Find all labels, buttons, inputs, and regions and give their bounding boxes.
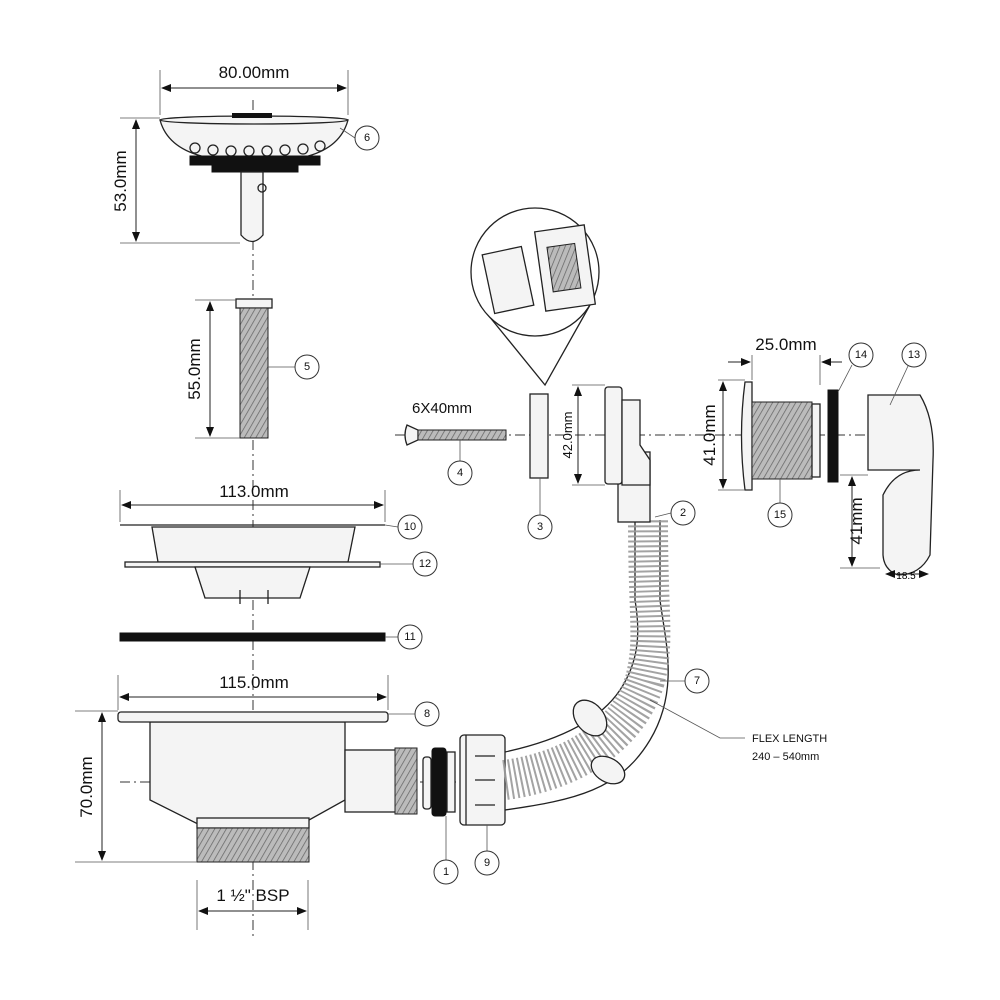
flex-length-title: FLEX LENGTH: [752, 733, 827, 745]
svg-text:6: 6: [364, 132, 370, 144]
overflow-diameter-dim: 42.0mm: [560, 412, 575, 459]
body-width-dim: 115.0mm: [219, 673, 289, 692]
outlet-gasket: [827, 389, 839, 483]
union-nut: [459, 734, 506, 826]
svg-text:13: 13: [908, 349, 920, 361]
svg-text:8: 8: [424, 708, 430, 720]
bolt: [235, 298, 273, 439]
part-bubble-1: 1: [433, 859, 459, 885]
svg-text:1: 1: [443, 866, 449, 878]
part-bubble-9: 9: [474, 850, 500, 876]
strainer-width-dim: 80.00mm: [219, 63, 290, 82]
screw-size-dim: 6X40mm: [412, 400, 472, 417]
part-bubble-4: 4: [447, 460, 473, 486]
strainer-basket: [159, 113, 349, 243]
connector-washer: [422, 747, 456, 817]
svg-text:7: 7: [694, 675, 700, 687]
outlet-diameter-dim: 41.0mm: [700, 404, 719, 465]
thread-size-dim: 1 ½" BSP: [216, 886, 289, 905]
svg-text:10: 10: [404, 521, 416, 533]
part-bubble-12: 12: [412, 551, 438, 577]
plate-width-dim: 113.0mm: [219, 482, 289, 501]
flex-hose: [501, 386, 671, 811]
svg-text:5: 5: [304, 361, 310, 373]
part-bubble-5: 5: [294, 354, 320, 380]
svg-text:15: 15: [774, 509, 786, 521]
flex-length-range: 240 – 540mm: [752, 751, 819, 763]
overflow-outlet: [740, 381, 821, 491]
body-height-dim: 70.0mm: [77, 756, 96, 817]
svg-text:11: 11: [404, 631, 415, 643]
part-bubble-8: 8: [414, 701, 440, 727]
bolt-length-dim: 55.0mm: [185, 338, 204, 399]
part-bubble-14: 14: [848, 342, 874, 368]
part-bubble-15: 15: [767, 502, 793, 528]
outlet-length-dim: 25.0mm: [755, 335, 816, 354]
svg-text:3: 3: [537, 521, 543, 533]
part-bubble-10: 10: [397, 514, 423, 540]
detail-magnifier: [470, 207, 600, 387]
part-bubble-2: 2: [670, 500, 696, 526]
overflow-handle: [867, 394, 934, 576]
waste-body: [117, 711, 418, 863]
part-bubble-13: 13: [901, 342, 927, 368]
strainer-plate: [120, 524, 385, 604]
svg-text:2: 2: [680, 507, 686, 519]
overflow-screw: [404, 424, 507, 446]
part-bubble-7: 7: [684, 668, 710, 694]
sink-gasket: [119, 632, 386, 642]
strainer-height-dim: 53.0mm: [111, 150, 130, 211]
overflow-washer: [529, 393, 549, 479]
handle-width-dim: 18.5: [896, 571, 916, 582]
handle-height-dim: 41mm: [847, 497, 866, 544]
svg-text:9: 9: [484, 857, 490, 869]
svg-text:12: 12: [419, 558, 431, 570]
part-bubble-6: 6: [354, 125, 380, 151]
svg-text:14: 14: [855, 349, 867, 361]
svg-text:4: 4: [457, 467, 463, 479]
part-bubble-3: 3: [527, 514, 553, 540]
part-bubble-11: 11: [397, 624, 423, 650]
